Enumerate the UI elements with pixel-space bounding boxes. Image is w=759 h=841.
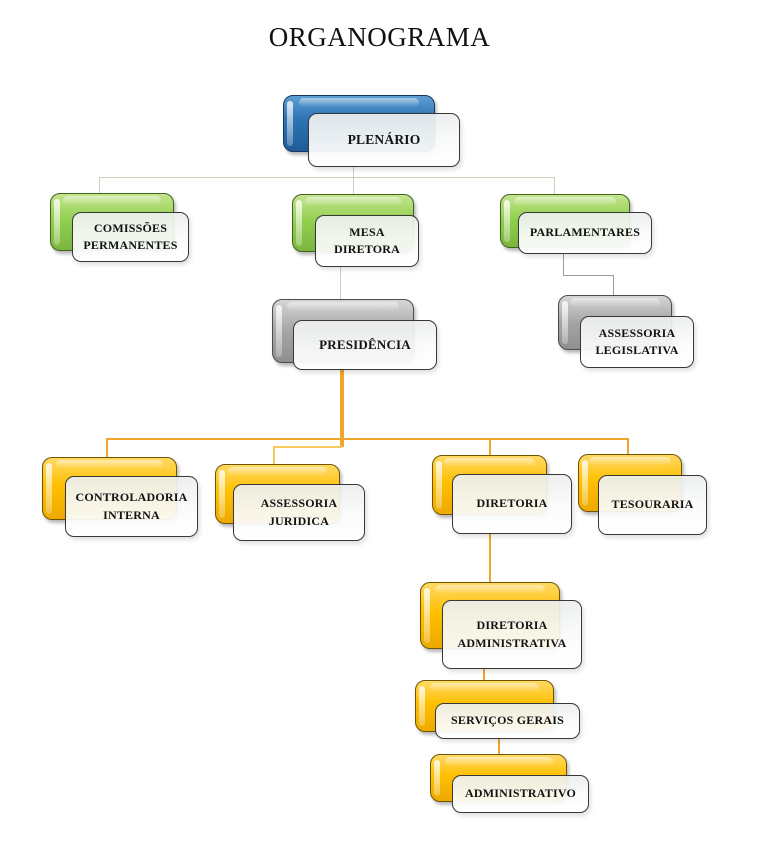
node-label-box: PLENÁRIO bbox=[308, 113, 460, 167]
node-label: PARLAMENTARES bbox=[529, 225, 641, 240]
node-label-box: CONTROLADORIA INTERNA bbox=[65, 476, 198, 537]
node-label: CONTROLADORIA INTERNA bbox=[75, 490, 188, 522]
node-label-box: PARLAMENTARES bbox=[518, 212, 652, 254]
connector-line bbox=[563, 275, 614, 276]
node-label: ASSESSORIA JURIDICA bbox=[260, 496, 338, 528]
node-label-box: SERVIÇOS GERAIS bbox=[435, 703, 580, 739]
node-label: ASSESSORIA LEGISLATIVA bbox=[595, 325, 679, 357]
node-label-box: TESOURARIA bbox=[598, 475, 707, 535]
connector-line bbox=[554, 177, 555, 195]
node-label-box: COMISSÕES PERMANENTES bbox=[72, 212, 189, 262]
connector-line bbox=[353, 165, 354, 178]
connector-line bbox=[340, 368, 344, 447]
connector-line bbox=[613, 275, 614, 296]
connector-line bbox=[106, 438, 108, 458]
connector-line bbox=[106, 438, 629, 440]
connector-line bbox=[483, 667, 485, 681]
connector-line bbox=[273, 446, 342, 448]
node-label: MESA DIRETORA bbox=[333, 224, 401, 256]
node-label-box: DIRETORIA bbox=[452, 474, 572, 534]
connector-line bbox=[99, 177, 100, 194]
node-label: DIRETORIA ADMINISTRATIVA bbox=[457, 618, 567, 650]
connector-line bbox=[340, 265, 341, 300]
node-label: TESOURARIA bbox=[611, 497, 694, 512]
node-label-box: MESA DIRETORA bbox=[315, 215, 419, 267]
node-label-box: ADMINISTRATIVO bbox=[452, 775, 589, 813]
connector-line bbox=[489, 438, 491, 456]
node-label: SERVIÇOS GERAIS bbox=[451, 713, 564, 728]
node-label: PLENÁRIO bbox=[347, 132, 421, 148]
connector-line bbox=[498, 737, 500, 755]
node-label-box: ASSESSORIA LEGISLATIVA bbox=[580, 316, 694, 368]
connector-line bbox=[353, 177, 354, 195]
node-label-box: PRESIDÊNCIA bbox=[293, 320, 437, 370]
connector-line bbox=[563, 252, 564, 276]
connector-line bbox=[627, 438, 629, 455]
connector-line bbox=[99, 177, 555, 178]
node-label: COMISSÕES PERMANENTES bbox=[83, 220, 178, 252]
page-title: ORGANOGRAMA bbox=[268, 22, 491, 52]
connector-line bbox=[489, 532, 491, 583]
node-label: DIRETORIA bbox=[476, 496, 548, 511]
connector-line bbox=[273, 446, 275, 465]
node-label: PRESIDÊNCIA bbox=[319, 336, 411, 352]
node-label-box: DIRETORIA ADMINISTRATIVA bbox=[442, 600, 582, 669]
node-label-box: ASSESSORIA JURIDICA bbox=[233, 484, 365, 541]
node-label: ADMINISTRATIVO bbox=[464, 786, 577, 801]
